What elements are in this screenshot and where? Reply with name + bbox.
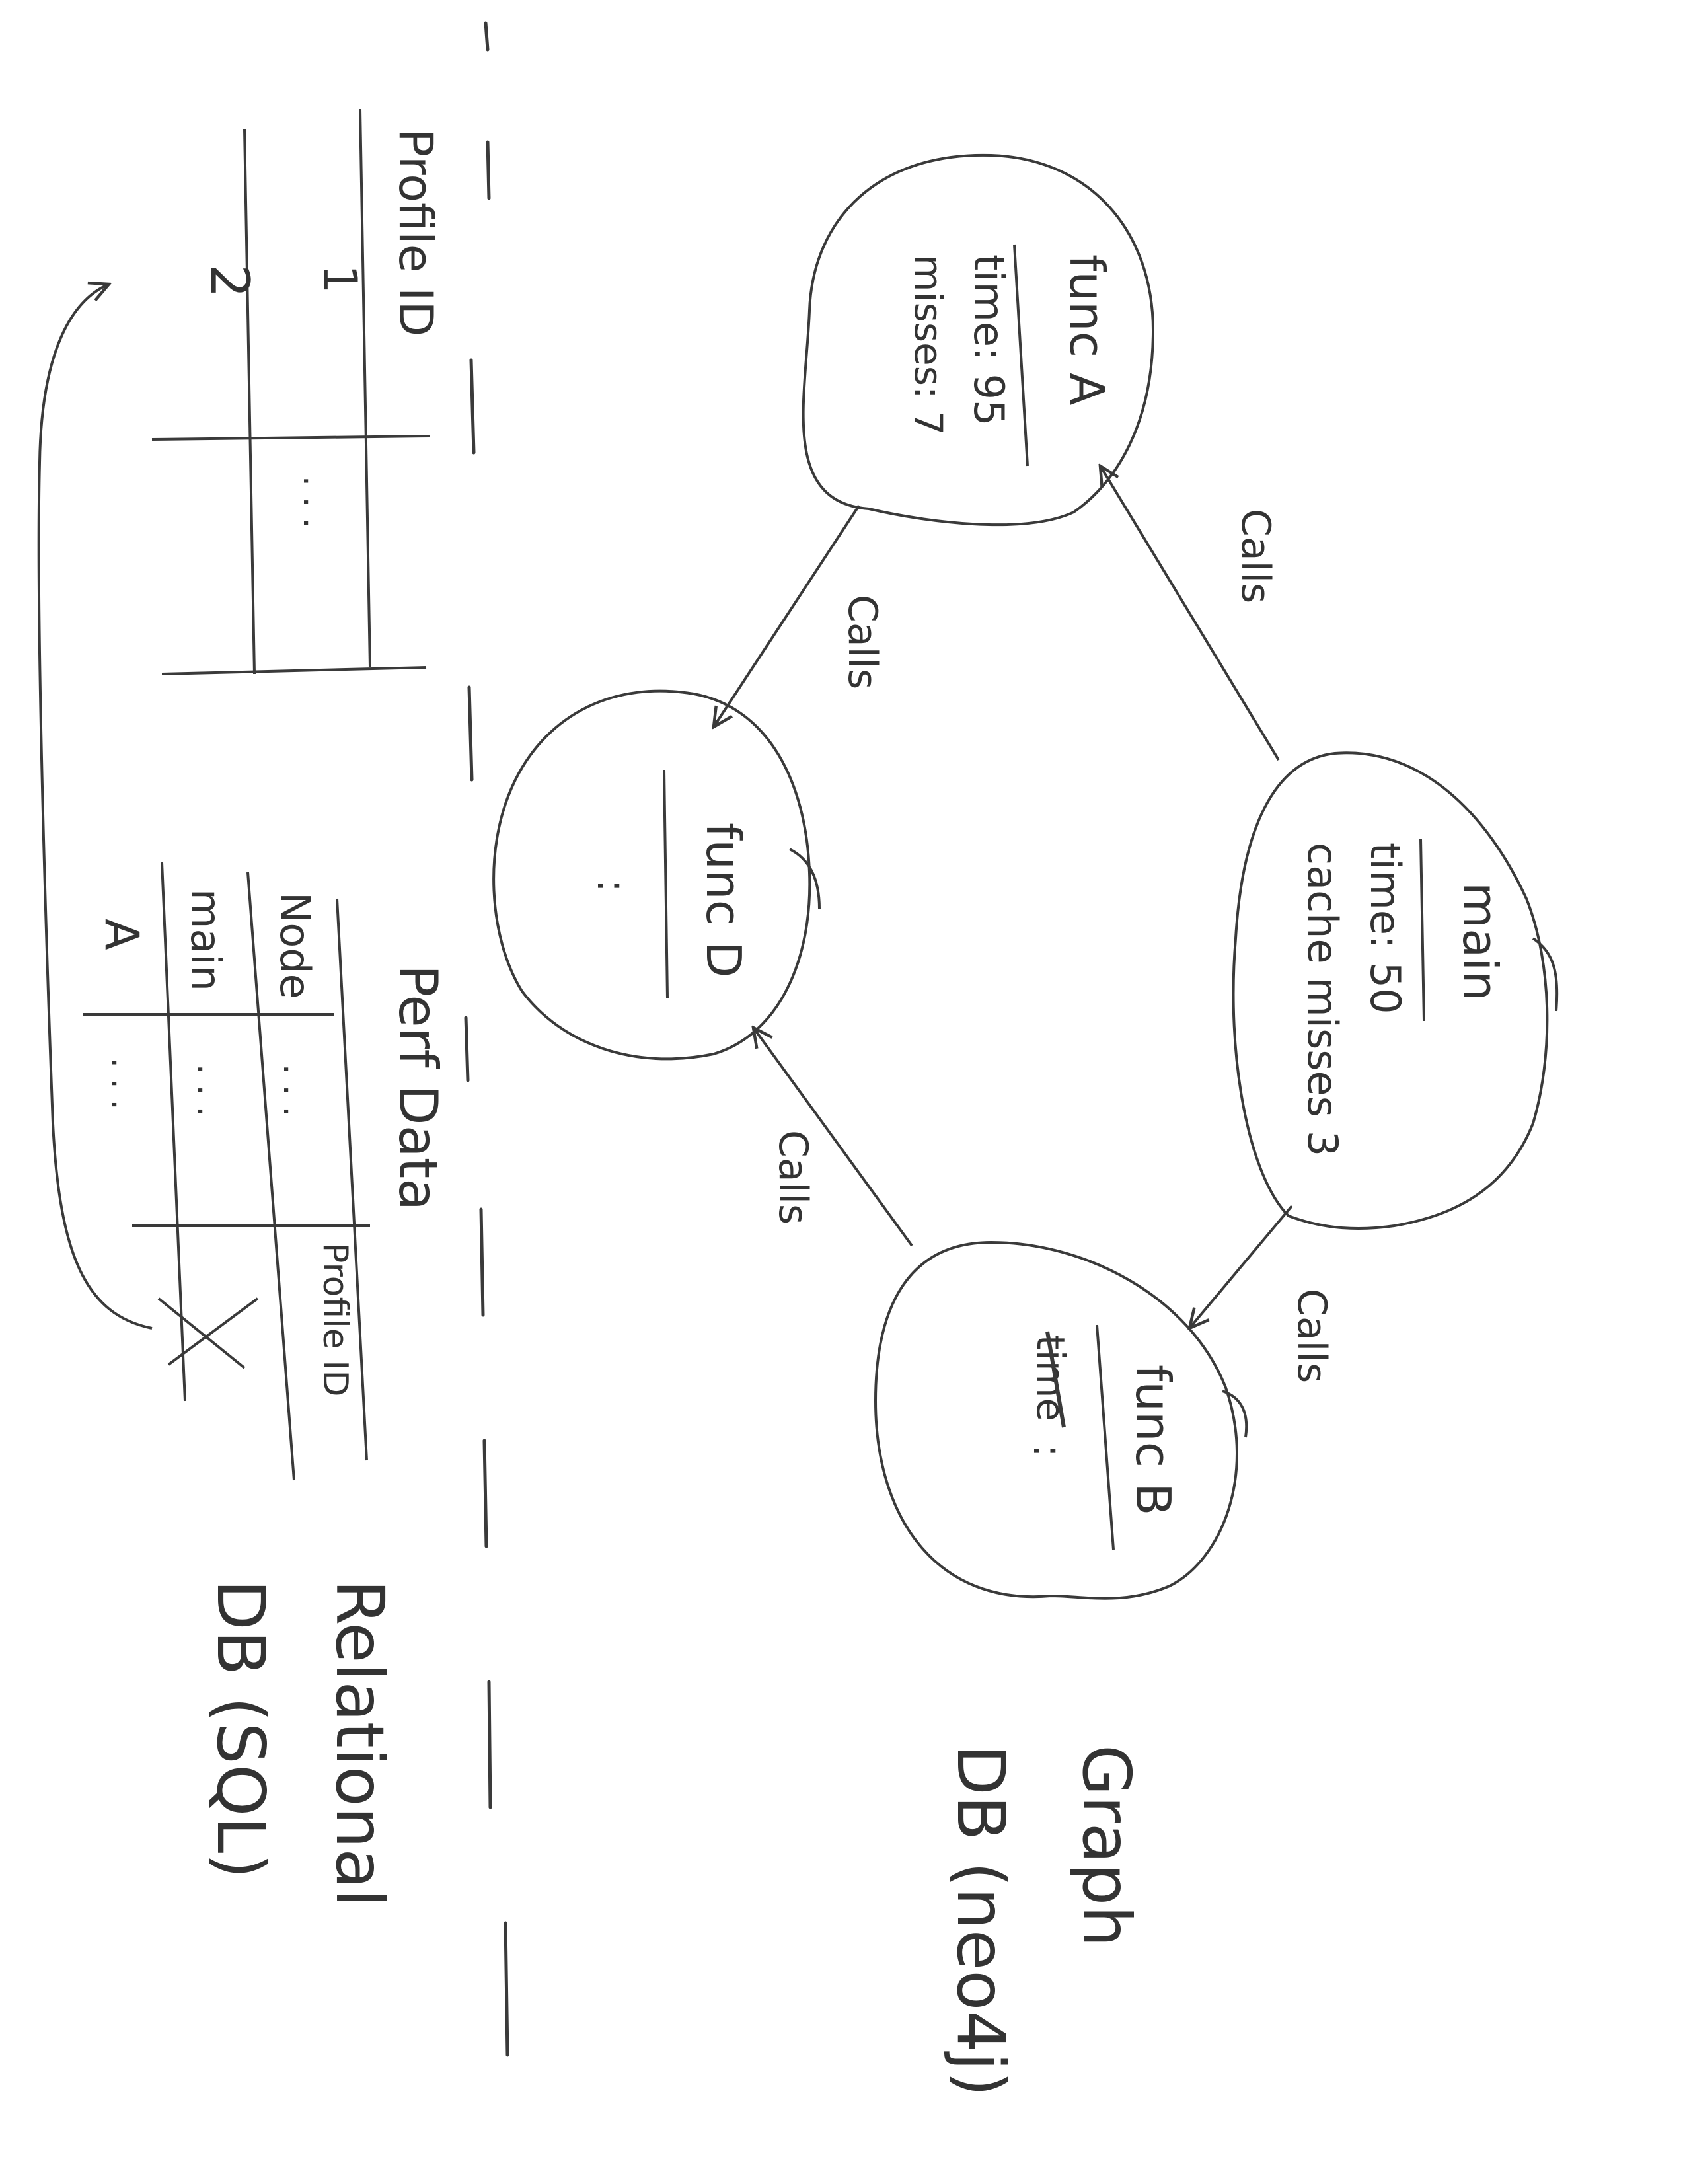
node-divider (1419, 839, 1425, 1022)
graph-node-func-d: func D : (492, 689, 821, 1061)
caption-line-2: DB (neo4j) (942, 1745, 1020, 2097)
graph-edge-main-to-func-a: Calls (1100, 466, 1280, 761)
graph-db-caption: Graph DB (neo4j) (942, 1745, 1145, 2097)
table-header: Profile ID (389, 129, 443, 336)
edge-label: Calls (1232, 509, 1279, 603)
node-name-label: func D (696, 823, 751, 978)
profile-id-table: Profile ID 1 2 . . . (151, 108, 443, 675)
graph-edge-func-a-to-func-d: Calls (714, 504, 885, 727)
relational-db-section: Profile ID 1 2 . . . Perf Data Node . . … (37, 108, 449, 1907)
struck-out-word: time (1028, 1331, 1073, 1428)
table-cell: A (94, 919, 149, 950)
edge-label: Calls (1289, 1289, 1335, 1383)
table-header: Node (271, 892, 319, 999)
node-property-label: : (1024, 1444, 1072, 1458)
graph-edge-main-to-func-b: Calls (1189, 1205, 1335, 1383)
table-ellipsis: . . . (296, 476, 334, 528)
table-cell: . . . (190, 1064, 229, 1116)
node-property-label: misses: 7 (906, 254, 951, 435)
graph-edge-func-b-to-func-d: Calls (753, 1028, 913, 1247)
cross-mark (157, 1297, 259, 1369)
table-cell: 1 (313, 264, 367, 294)
graph-node-func-a: func A time: 95 misses: 7 (802, 153, 1155, 527)
node-divider (1013, 244, 1029, 467)
caption-line-1: Graph (1068, 1745, 1145, 1947)
graph-node-main: main time: 50 cache misses 3 (1232, 751, 1559, 1230)
node-divider (1096, 1324, 1115, 1550)
node-property-label: cache misses 3 (1298, 843, 1347, 1156)
edge-label: Calls (839, 595, 885, 689)
node-property-label: time: 50 (1361, 843, 1409, 1014)
table-cell: . . . (104, 1057, 143, 1110)
graph-db-section: func A time: 95 misses: 7 main time: 50 … (492, 153, 1559, 2097)
table-cell: 2 (199, 264, 260, 298)
table-cell: main (182, 889, 230, 991)
edge-label: Calls (770, 1130, 816, 1224)
relational-db-caption: Relational DB (SQL) (202, 1579, 398, 1907)
caption-line-1: Relational (321, 1579, 398, 1907)
node-property-label: : (588, 879, 636, 893)
caption-line-2: DB (SQL) (202, 1579, 280, 1879)
foreign-key-arrow (37, 284, 153, 1330)
node-name-label: func A (1059, 254, 1115, 405)
table-header: Profile ID (315, 1242, 355, 1397)
table-title: Perf Data (387, 965, 449, 1211)
node-name-label: main (1452, 882, 1508, 1001)
section-divider (464, 21, 509, 2057)
table-header: . . . (276, 1064, 315, 1116)
graph-node-func-b: func B time : (874, 1240, 1248, 1600)
perf-data-table: Perf Data Node . . . Profile ID main . .… (83, 862, 449, 1481)
node-divider (663, 769, 669, 998)
node-name-label: func B (1125, 1365, 1181, 1515)
node-property-label: time: 95 (965, 254, 1013, 426)
